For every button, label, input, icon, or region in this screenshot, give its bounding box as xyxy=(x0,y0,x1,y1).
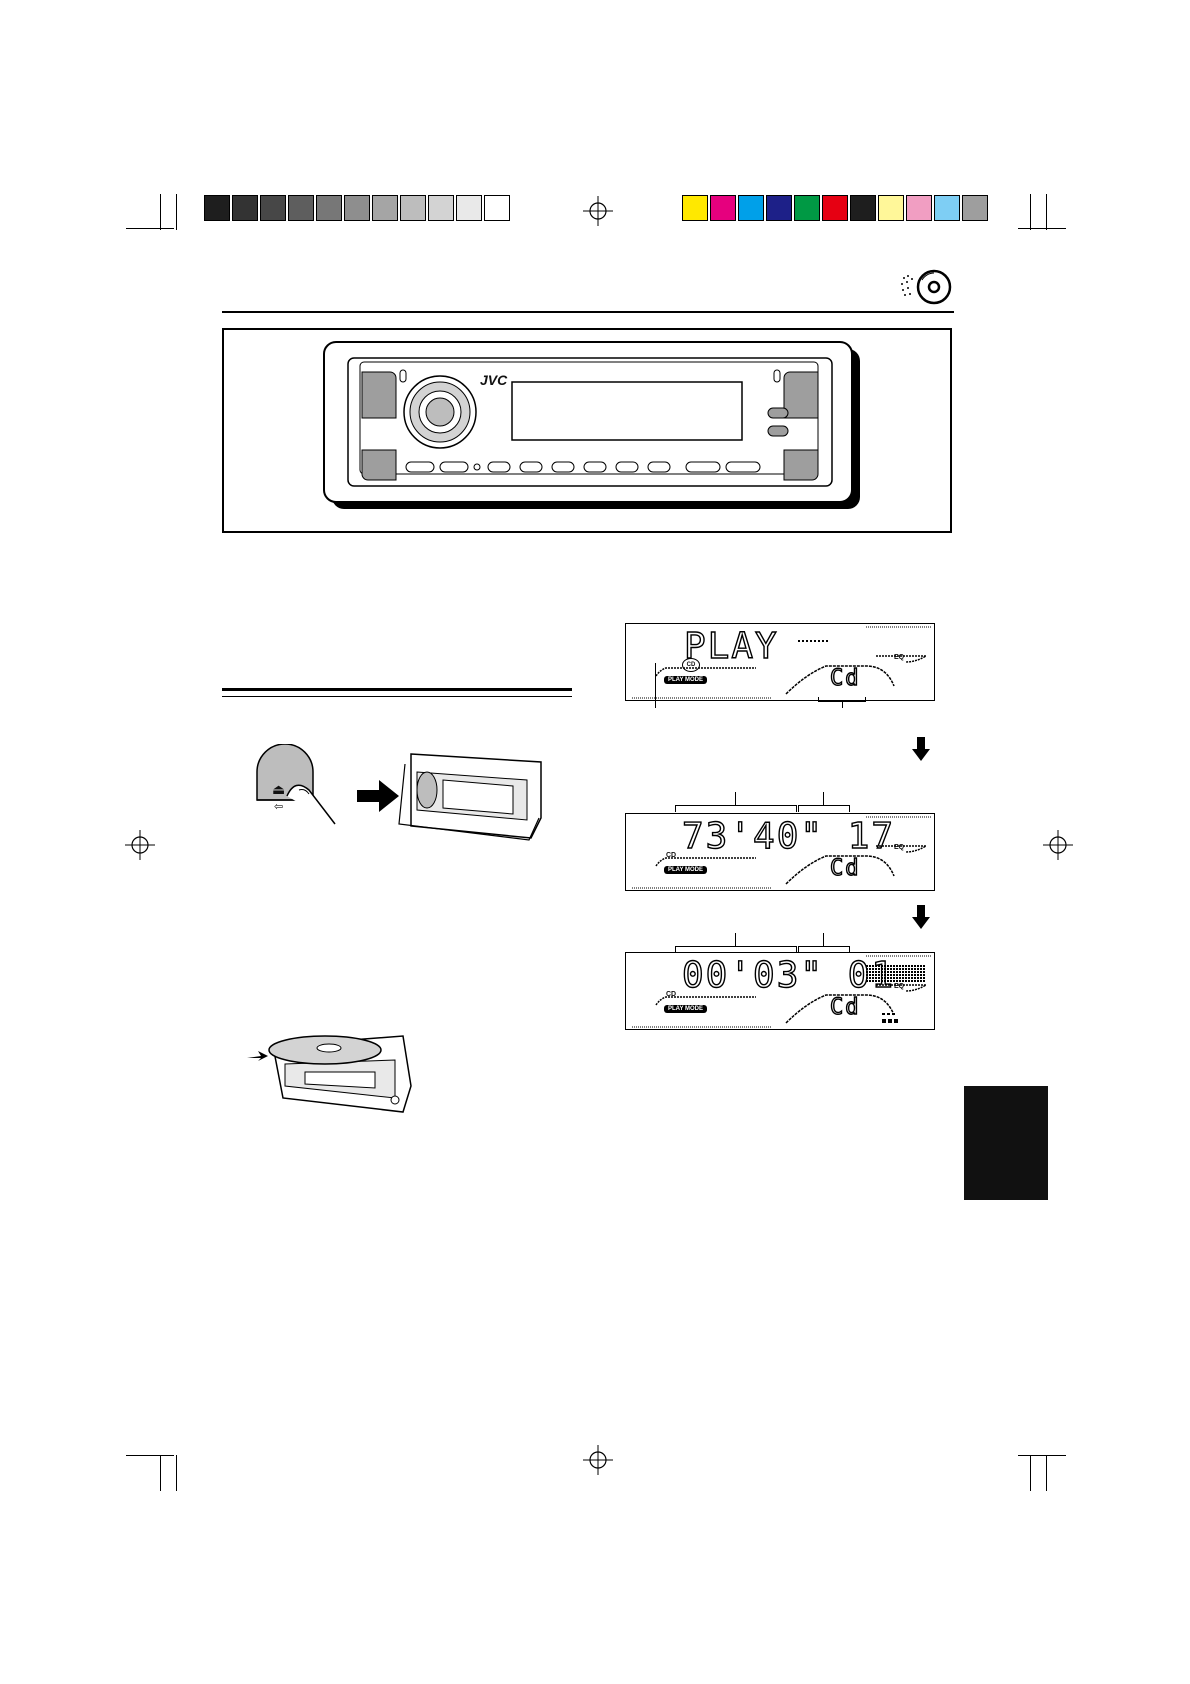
lcd-display-total: 73'40" 17 CD PLAY MODE EQ Cd xyxy=(625,813,935,891)
color-swatch xyxy=(400,195,426,221)
registration-mark-left xyxy=(125,830,155,860)
cd-indicator: CD xyxy=(682,658,700,672)
insert-disc-illustration xyxy=(247,1035,412,1113)
color-swatch xyxy=(316,195,342,221)
color-swatch xyxy=(260,195,286,221)
car-stereo-illustration xyxy=(323,341,860,509)
color-swatch xyxy=(232,195,258,221)
color-swatch xyxy=(682,195,708,221)
brand-logo: JVC xyxy=(480,372,508,388)
arrow-down-icon xyxy=(912,737,930,761)
color-swatch xyxy=(962,195,988,221)
cd-indicator: CD xyxy=(666,991,677,998)
lcd-display-play: PLAY CD PLAY MODE EQ Cd xyxy=(625,623,935,701)
color-swatch xyxy=(456,195,482,221)
registration-mark-bottom xyxy=(583,1445,613,1475)
eq-indicator: EQ xyxy=(894,844,905,851)
open-arrow-icon: ⇦ xyxy=(274,801,284,813)
eq-indicator: EQ xyxy=(894,983,905,990)
color-swatch xyxy=(794,195,820,221)
color-swatch xyxy=(934,195,960,221)
color-swatch xyxy=(204,195,230,221)
play-mode-indicator: PLAY MODE xyxy=(664,866,708,874)
color-swatch xyxy=(288,195,314,221)
color-swatch xyxy=(766,195,792,221)
color-swatch xyxy=(344,195,370,221)
play-mode-indicator: PLAY MODE xyxy=(664,1005,708,1013)
play-mode-indicator: PLAY MODE xyxy=(664,676,708,684)
eject-step-illustration xyxy=(256,744,542,841)
header-rule xyxy=(222,311,954,313)
section-rule xyxy=(222,688,572,691)
color-swatch xyxy=(850,195,876,221)
color-swatch xyxy=(428,195,454,221)
color-swatch xyxy=(372,195,398,221)
registration-mark-right xyxy=(1043,830,1073,860)
eq-indicator: EQ xyxy=(894,654,905,661)
color-swatch xyxy=(878,195,904,221)
color-swatch xyxy=(822,195,848,221)
eject-icon: ⏏ xyxy=(272,781,286,797)
color-swatch xyxy=(484,195,510,221)
unit-illustration-frame xyxy=(222,328,952,533)
cd-icon xyxy=(901,269,952,305)
registration-mark-top xyxy=(583,196,613,226)
cd-indicator: CD xyxy=(666,852,677,859)
color-swatch xyxy=(710,195,736,221)
section-tab xyxy=(964,1086,1048,1200)
arrow-down-icon xyxy=(912,905,930,929)
color-swatch xyxy=(738,195,764,221)
color-swatch xyxy=(906,195,932,221)
lcd-display-elapsed: 00'03" 01 CD PLAY MODE EQ Cd xyxy=(625,952,935,1030)
